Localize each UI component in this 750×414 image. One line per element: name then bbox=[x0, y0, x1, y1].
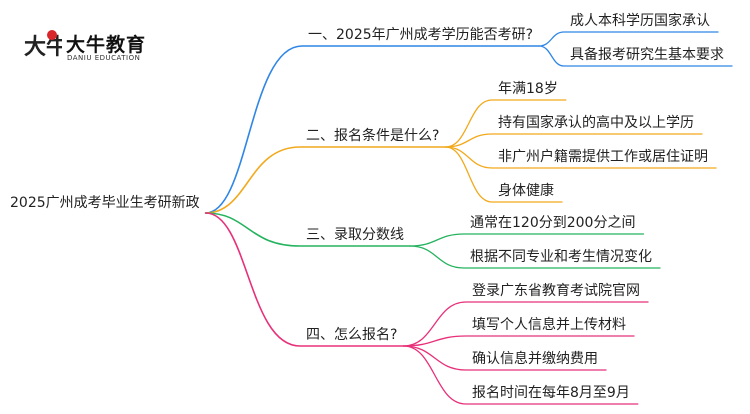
branch-label: 一、2025年广州成考学历能否考研? bbox=[308, 27, 534, 43]
leaf-connector bbox=[538, 31, 719, 47]
logo-english: DANIU EDUCATION bbox=[67, 54, 141, 62]
leaf-connector bbox=[402, 301, 649, 347]
leaf-connector bbox=[538, 45, 733, 67]
leaf-connector bbox=[444, 99, 567, 148]
branch-connector bbox=[204, 146, 447, 214]
leaf-label: 年满18岁 bbox=[498, 81, 558, 97]
logo-mark-text: 大牛 bbox=[24, 34, 62, 60]
branch-label: 四、怎么报名? bbox=[306, 327, 398, 343]
leaf-label: 登录广东省教育考试院官网 bbox=[472, 283, 640, 299]
logo-mark-icon: 大牛 bbox=[24, 30, 62, 60]
branch-label: 三、录取分数线 bbox=[306, 227, 404, 243]
leaf-connector bbox=[402, 345, 639, 405]
leaf-connector bbox=[444, 133, 703, 148]
leaf-label: 成人本科学历国家承认 bbox=[570, 13, 710, 29]
leaf-label: 通常在120分到200分之间 bbox=[470, 215, 636, 231]
logo-name: 大牛教育 bbox=[66, 34, 147, 56]
leaf-label: 身体健康 bbox=[498, 183, 554, 199]
root-topic: 2025广州成考毕业生考研新政 bbox=[10, 195, 200, 211]
branch-connector bbox=[204, 212, 411, 247]
leaf-connector bbox=[444, 146, 563, 203]
branch-label: 二、报名条件是什么? bbox=[306, 128, 440, 144]
leaf-label: 填写个人信息并上传材料 bbox=[472, 317, 626, 333]
leaf-label: 具备报考研究生基本要求 bbox=[570, 47, 724, 63]
leaf-connector bbox=[409, 233, 645, 247]
leaf-connector bbox=[409, 245, 661, 269]
leaf-connector bbox=[402, 345, 607, 371]
brand-logo: 大牛 大牛教育 DANIU EDUCATION bbox=[22, 26, 172, 70]
leaf-label: 确认信息并缴纳费用 bbox=[472, 351, 598, 367]
leaf-label: 非广州户籍需提供工作或居住证明 bbox=[498, 149, 708, 165]
leaf-label: 根据不同专业和考生情况变化 bbox=[470, 249, 652, 265]
branch-connector bbox=[204, 212, 405, 347]
leaf-connector bbox=[402, 335, 635, 347]
leaf-connector bbox=[444, 146, 717, 169]
branch-connector bbox=[204, 45, 540, 214]
leaf-label: 报名时间在每年8月至9月 bbox=[472, 385, 630, 401]
leaf-label: 持有国家承认的高中及以上学历 bbox=[498, 115, 694, 131]
